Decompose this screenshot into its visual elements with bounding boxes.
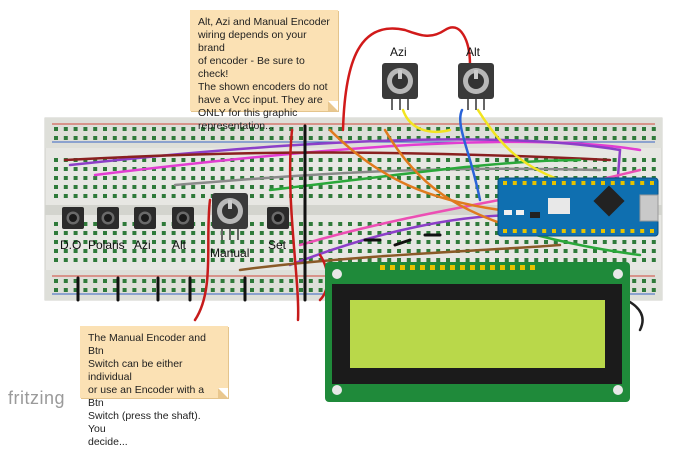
note-bottom-line: The Manual Encoder and Btn	[88, 332, 206, 357]
note-top-line: have a Vcc input. They are	[198, 94, 323, 106]
encoder-alt[interactable]	[458, 63, 494, 110]
wire-yellow-2	[476, 108, 562, 182]
button-polaris[interactable]	[97, 207, 119, 229]
note-top-line: Alt, Azi and Manual Encoder	[198, 16, 330, 28]
button-label-alt: Alt	[172, 238, 187, 252]
arduino-nano	[497, 177, 659, 237]
note-top-line: wiring depends on your brand	[198, 29, 307, 54]
button-alt[interactable]	[172, 207, 194, 229]
wire-yellow	[401, 108, 452, 134]
wire-brown	[238, 243, 562, 272]
note-bottom-fold	[218, 388, 228, 398]
note-top-line: ONLY for this graphic	[198, 107, 298, 119]
wire-orange	[328, 128, 502, 212]
button-label-do: D.O	[60, 238, 82, 252]
button-do[interactable]	[62, 207, 84, 229]
wire-red-3	[288, 128, 300, 322]
fritzing-watermark: fritzing	[8, 388, 66, 408]
push-buttons	[62, 207, 289, 229]
encoder-label-azi: Azi	[390, 45, 407, 59]
wire-red-power	[341, 26, 472, 132]
wire-blue	[458, 108, 482, 202]
wire-red-2	[193, 198, 212, 322]
wire-grey	[173, 167, 602, 187]
note-top: Alt, Azi and Manual Encoder wiring depen…	[190, 10, 338, 132]
encoder-label-alt: Alt	[466, 45, 481, 59]
button-azi[interactable]	[134, 207, 156, 229]
note-bottom-line: Switch can be either individual	[88, 358, 183, 383]
wire-dark-red	[63, 151, 612, 162]
lcd-module	[325, 262, 630, 402]
button-set[interactable]	[267, 207, 289, 229]
note-bottom-line: decide...	[88, 436, 128, 448]
wire-green	[268, 158, 582, 192]
wiring-diagram	[44, 26, 663, 402]
button-label-set: Set	[268, 238, 287, 252]
breadboard-holes	[54, 127, 656, 292]
encoder-azi[interactable]	[382, 63, 418, 110]
note-top-fold	[328, 101, 338, 111]
note-top-line: representation...	[198, 120, 274, 132]
note-bottom: The Manual Encoder and Btn Switch can be…	[80, 326, 228, 448]
black-jumpers	[76, 124, 442, 302]
note-bottom-line: or use an Encoder with a Btn	[88, 384, 205, 409]
note-bottom-line: Switch (press the shaft). You	[88, 410, 201, 435]
button-label-azi: Azi	[134, 238, 151, 252]
button-label-polaris: Polaris	[88, 238, 125, 252]
wire-purple-2	[288, 213, 522, 267]
encoder-manual[interactable]	[212, 193, 248, 240]
note-top-line: of encoder - Be sure to check!	[198, 55, 305, 80]
encoder-label-manual: Manual	[210, 246, 250, 260]
note-top-line: The shown encoders do not	[198, 81, 328, 93]
